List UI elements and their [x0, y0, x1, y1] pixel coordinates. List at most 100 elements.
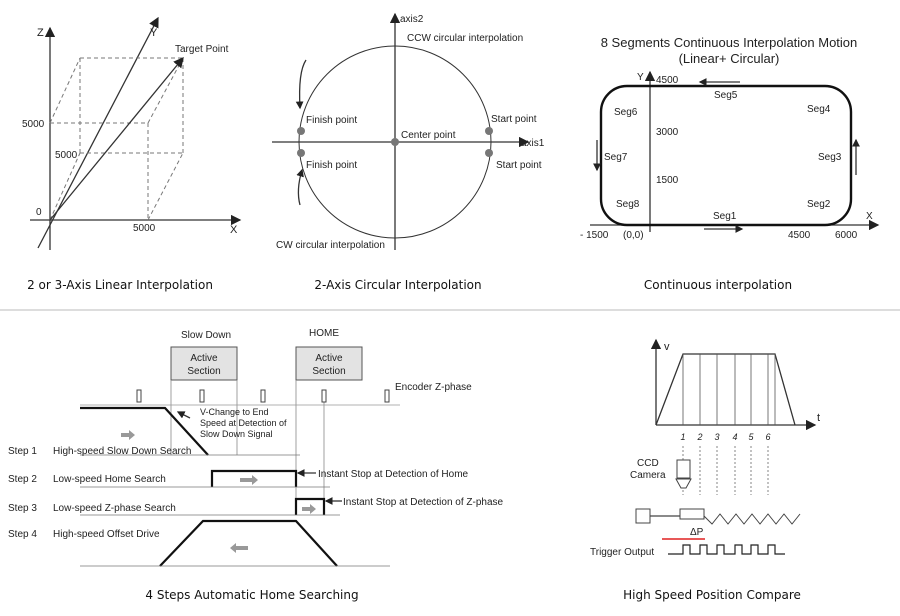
linear-interpolation-panel: Z Y X Target Point 5000 5000 0 5000 2 or…: [22, 16, 242, 292]
step3-profile: [294, 497, 326, 515]
y-tick-3000: 3000: [656, 127, 679, 138]
tick-x-5000: 5000: [133, 223, 156, 234]
ccd-label-line2: Camera: [630, 470, 666, 481]
step3-label: Step 3: [8, 503, 37, 514]
continuous-title-line1: 8 Segments Continuous Interpolation Moti…: [601, 35, 858, 50]
finish-point-top-label: Finish point: [306, 115, 357, 126]
circular-caption: 2-Axis Circular Interpolation: [314, 278, 481, 292]
axis-v-label: v: [664, 341, 670, 353]
seg8-label: Seg8: [616, 199, 640, 210]
seg3-label: Seg3: [818, 152, 842, 163]
x-tick-6000: 6000: [835, 230, 858, 241]
step2-desc: Low-speed Home Search: [53, 474, 166, 485]
interpolation-circle: [298, 45, 492, 239]
point-6: 6: [765, 432, 770, 442]
instant-home-label: Instant Stop at Detection of Home: [318, 469, 469, 480]
continuous-axis-x: X: [866, 211, 873, 222]
continuous-title-line2: (Linear+ Circular): [679, 51, 780, 66]
continuous-path: [599, 84, 853, 227]
step2-label: Step 2: [8, 474, 37, 485]
compare-caption: High Speed Position Compare: [623, 588, 801, 602]
step1-label: Step 1: [8, 446, 37, 457]
axis1-label: axis1: [521, 138, 545, 149]
homing-panel: Slow Down HOME Active Section Active Sec…: [8, 328, 504, 602]
start-point-top-label: Start point: [491, 114, 537, 125]
finish-point-top-dot: [297, 127, 305, 135]
camera-icon: [675, 459, 692, 489]
start-point-bottom-dot: [485, 149, 493, 157]
point-3: 3: [714, 432, 719, 442]
slow-down-label: Slow Down: [181, 330, 231, 341]
step2-profile: [210, 469, 298, 487]
ccw-label: CCW circular interpolation: [407, 33, 523, 44]
active-section-1-line1: Active: [190, 353, 218, 364]
y-tick-1500: 1500: [656, 175, 679, 186]
y-tick-4500: 4500: [656, 75, 679, 86]
step1-profile: [80, 406, 209, 456]
step4-profile: [159, 519, 338, 567]
seg7-label: Seg7: [604, 152, 628, 163]
lead-screw: [703, 513, 801, 525]
continuous-caption: Continuous interpolation: [644, 278, 792, 292]
velocity-profile: [655, 353, 796, 426]
axis2-label: axis2: [400, 14, 424, 25]
linear-caption: 2 or 3-Axis Linear Interpolation: [27, 278, 213, 292]
trigger-pulse-train: [668, 544, 785, 555]
instant-z-label: Instant Stop at Detection of Z-phase: [343, 497, 504, 508]
v-change-line2: Speed at Detection of: [200, 418, 287, 428]
tick-z-5000: 5000: [22, 119, 45, 130]
home-label: HOME: [309, 328, 339, 339]
step4-label: Step 4: [8, 529, 37, 540]
step1-desc: High-speed Slow Down Search: [53, 446, 191, 457]
compare-panel: v t 1 2 3 4 5 6 CCD Camera ΔP Trigger Ou…: [590, 338, 820, 602]
tick-origin: 0: [36, 207, 42, 218]
finish-point-bottom-dot: [297, 149, 305, 157]
seg4-label: Seg4: [807, 104, 831, 115]
axis-y-label: Y: [150, 27, 158, 39]
trigger-label: Trigger Output: [590, 547, 654, 558]
cube-outline: [49, 57, 184, 221]
active-section-1-line2: Section: [187, 366, 220, 377]
start-point-top-dot: [485, 127, 493, 135]
seg1-label: Seg1: [713, 211, 737, 222]
active-section-2-line2: Section: [312, 366, 345, 377]
x-tick-4500: 4500: [788, 230, 811, 241]
step3-desc: Low-speed Z-phase Search: [53, 503, 176, 514]
homing-caption: 4 Steps Automatic Home Searching: [145, 588, 358, 602]
axis-x-label: X: [230, 224, 238, 236]
point-2: 2: [696, 432, 702, 442]
axis-t-label: t: [817, 412, 820, 424]
center-point-dot: [391, 138, 399, 146]
target-point-label: Target Point: [175, 44, 229, 55]
active-section-2-line1: Active: [315, 353, 343, 364]
point-5: 5: [748, 432, 754, 442]
circular-interpolation-panel: axis2 axis1 CCW circular interpolation C…: [272, 12, 545, 292]
motor-icon: [635, 508, 651, 524]
step4-desc: High-speed Offset Drive: [53, 529, 160, 540]
x-tick-neg1500: - 1500: [580, 230, 609, 241]
delta-p-label: ΔP: [690, 527, 704, 538]
encoder-pulses: [136, 389, 390, 403]
seg5-label: Seg5: [714, 90, 738, 101]
active-section-box-2: [295, 346, 363, 381]
ccd-label-line1: CCD: [637, 458, 659, 469]
seg6-label: Seg6: [614, 107, 638, 118]
finish-point-bottom-label: Finish point: [306, 160, 357, 171]
point-4: 4: [732, 432, 737, 442]
active-section-box-1: [170, 346, 238, 381]
axis-z-label: Z: [37, 27, 44, 39]
center-point-label: Center point: [401, 130, 456, 141]
seg2-label: Seg2: [807, 199, 831, 210]
x-tick-origin: (0,0): [623, 230, 644, 241]
stage-block: [679, 508, 705, 520]
point-1: 1: [680, 432, 685, 442]
tick-y-5000: 5000: [55, 150, 78, 161]
encoder-label: Encoder Z-phase: [395, 382, 472, 393]
start-point-bottom-label: Start point: [496, 160, 542, 171]
target-vector: [49, 56, 184, 221]
continuous-interpolation-panel: 8 Segments Continuous Interpolation Moti…: [580, 35, 880, 292]
continuous-axis-y: Y: [637, 72, 644, 83]
v-change-line1: V-Change to End: [200, 407, 269, 417]
cw-label: CW circular interpolation: [276, 240, 385, 251]
